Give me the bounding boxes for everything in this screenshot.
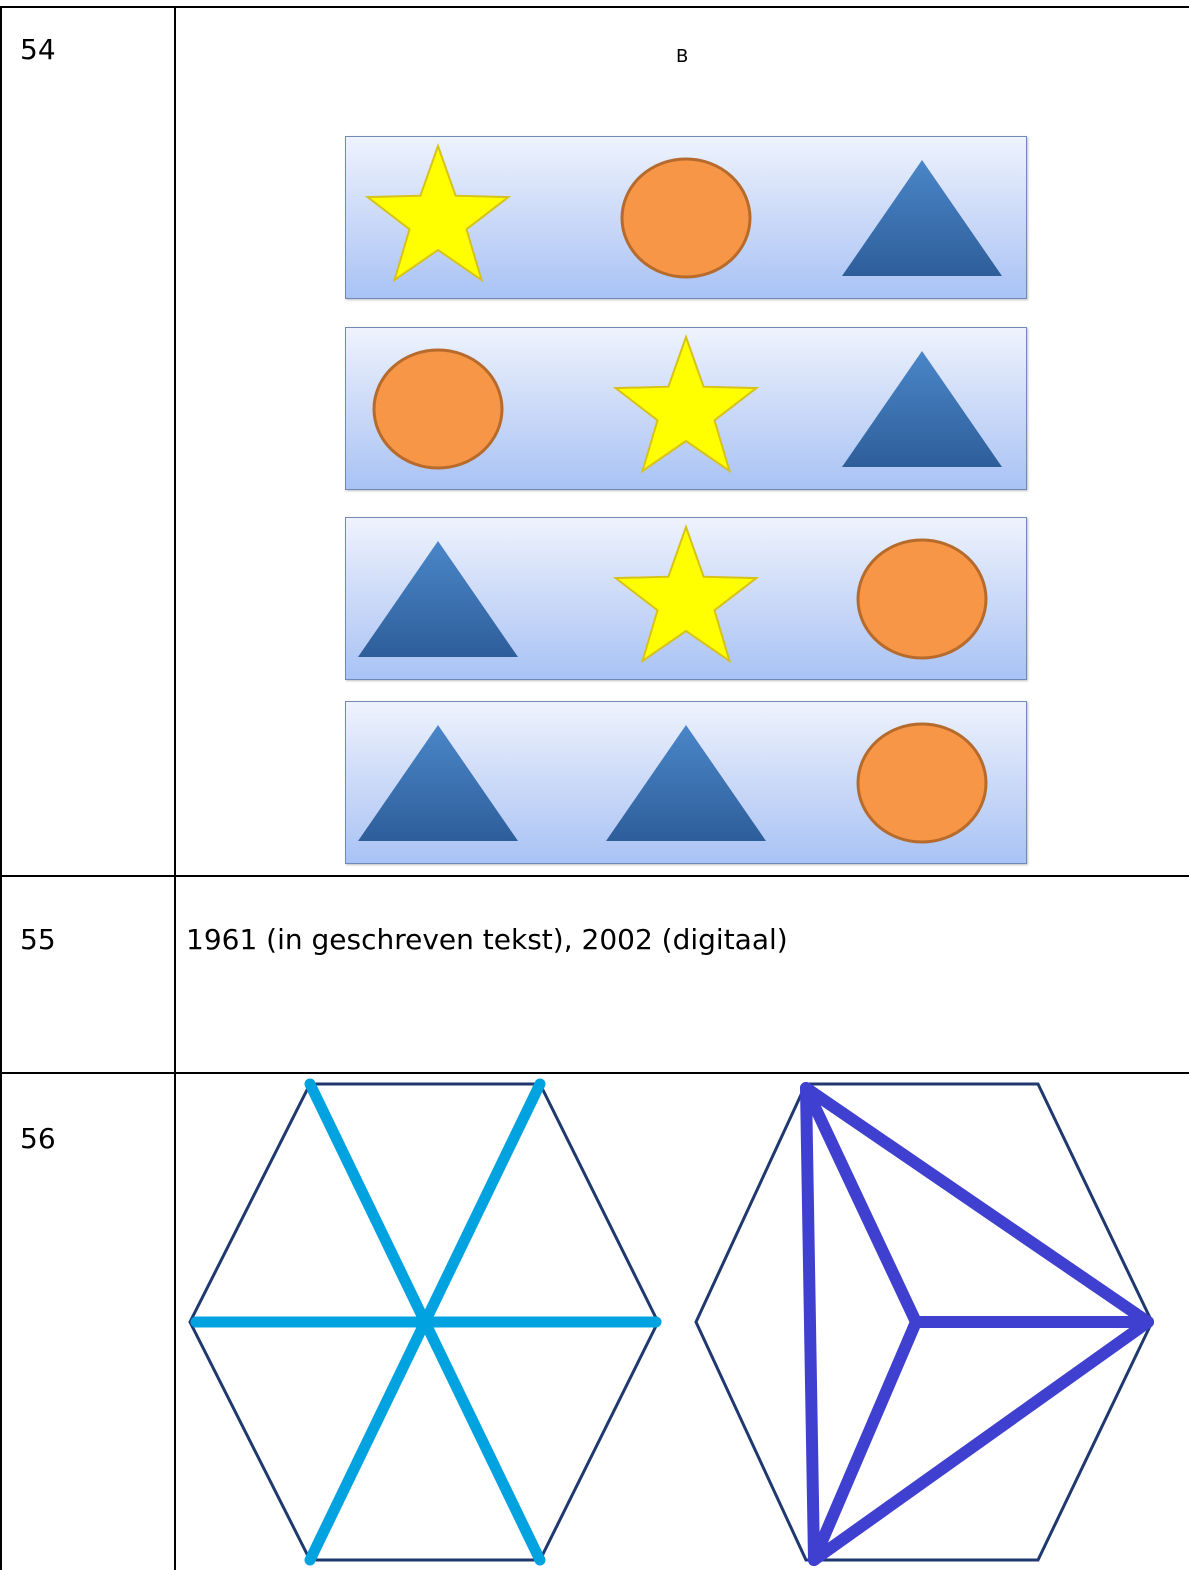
triangle-shape (606, 725, 766, 841)
answer-text-55: 1961 (in geschreven tekst), 2002 (digita… (186, 923, 788, 956)
shape-row-2 (345, 327, 1027, 490)
triangle-shape (842, 351, 1002, 467)
circle-shape (856, 722, 988, 844)
table-row-divider-2 (0, 1072, 1189, 1074)
table-border-top (0, 6, 1189, 8)
circle-shape (856, 538, 988, 660)
row-number-54: 54 (20, 33, 56, 66)
star-shape (612, 334, 760, 474)
circle-shape (620, 157, 752, 279)
star-shape (612, 524, 760, 664)
triangle-shape (842, 160, 1002, 276)
table-row-divider-1 (0, 875, 1189, 877)
hexagon-figures (188, 1078, 1154, 1566)
row-number-56: 56 (20, 1122, 56, 1155)
table-column-divider (174, 6, 176, 1570)
answer-letter: B (676, 46, 689, 67)
hexagon-right-spoke-3 (808, 1316, 922, 1566)
shape-row-3 (345, 517, 1027, 680)
triangle-shape (358, 725, 518, 841)
hexagon-right-spoke-1 (800, 1082, 922, 1328)
shape-row-1 (345, 136, 1027, 299)
hexagon-right-outline (694, 1082, 1154, 1562)
star-shape (364, 143, 512, 283)
shape-row-4 (345, 701, 1027, 864)
table-border-left (0, 6, 2, 1570)
circle-shape (372, 348, 504, 470)
hexagon-right-triangle (800, 1082, 1154, 1566)
row-number-55: 55 (20, 923, 56, 956)
triangle-shape (358, 541, 518, 657)
